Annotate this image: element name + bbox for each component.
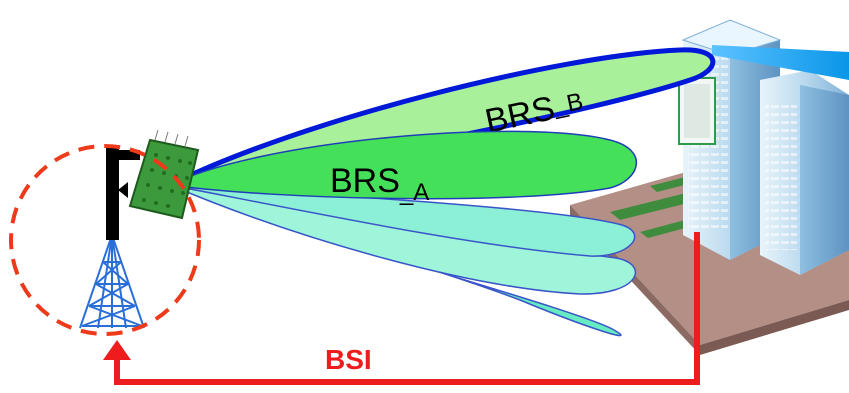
beam-a: BRS_A bbox=[167, 130, 638, 206]
beam-a-label: BRS_A bbox=[330, 162, 429, 206]
cell-tower-icon bbox=[79, 145, 145, 329]
side-lobes bbox=[169, 184, 636, 337]
base-station-highlight-circle bbox=[9, 144, 201, 336]
ue-terminal-icon bbox=[678, 45, 849, 145]
bsi-label: BSI bbox=[325, 344, 372, 375]
antenna-panel-icon bbox=[128, 129, 200, 220]
bsi-feedback-arrow bbox=[103, 232, 700, 385]
